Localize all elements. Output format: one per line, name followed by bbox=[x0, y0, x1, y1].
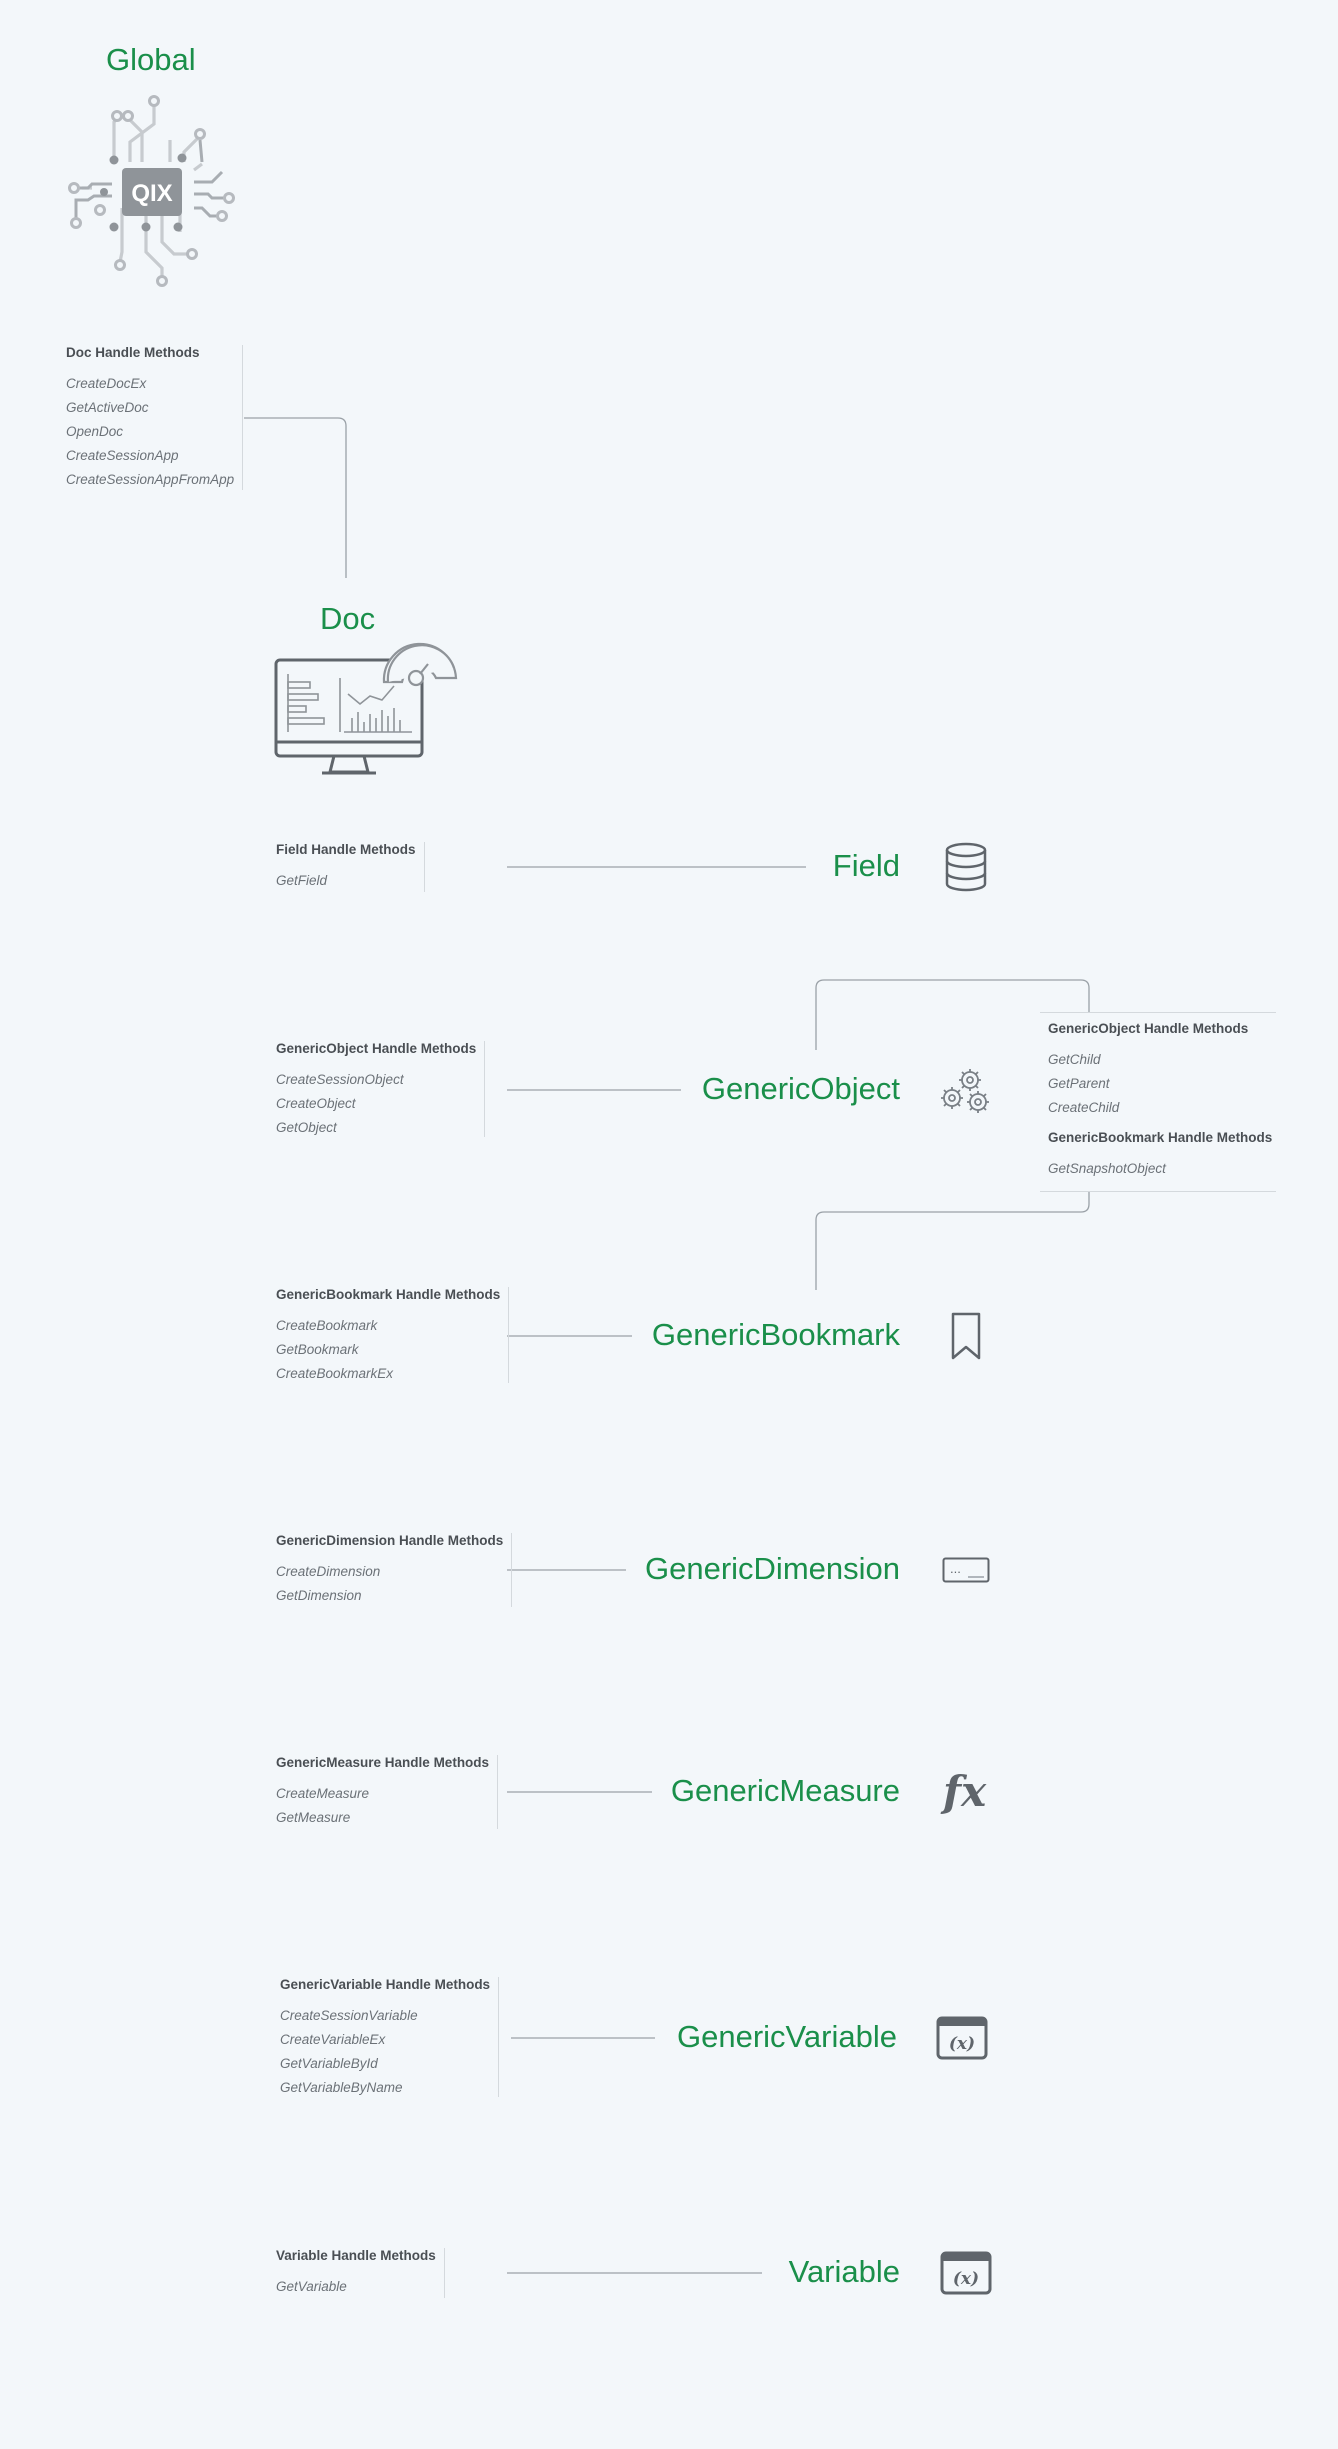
genericvariable-handle-methods-header: GenericVariable Handle Methods bbox=[280, 1977, 491, 1992]
method-item: CreateBookmark bbox=[276, 1318, 378, 1333]
method-item: CreateSessionObject bbox=[276, 1072, 404, 1087]
method-item: GetObject bbox=[276, 1120, 337, 1135]
method-item: CreateSessionVariable bbox=[280, 2008, 418, 2023]
database-icon bbox=[945, 842, 987, 892]
genericdimension-handle-methods-block: GenericDimension Handle Methods CreateDi… bbox=[276, 1533, 513, 1607]
method-item: CreateBookmarkEx bbox=[276, 1366, 394, 1381]
dashboard-monitor-icon bbox=[274, 642, 458, 775]
qix-chip-label: QIX bbox=[131, 180, 172, 207]
method-item: GetMeasure bbox=[276, 1810, 351, 1825]
genericbookmark-snapshot-methods-header: GenericBookmark Handle Methods bbox=[1048, 1130, 1273, 1145]
method-item: GetSnapshotObject bbox=[1048, 1161, 1166, 1176]
genericvariable-handle-methods-block: GenericVariable Handle Methods CreateSes… bbox=[280, 1977, 500, 2097]
method-item: CreateDocEx bbox=[66, 376, 147, 391]
dimension-icon-text: ... bbox=[950, 1561, 961, 1576]
method-item: CreateMeasure bbox=[276, 1786, 370, 1801]
variable-icon-text: (x) bbox=[953, 2269, 979, 2289]
genericdimension-handle-methods-header: GenericDimension Handle Methods bbox=[276, 1533, 504, 1548]
method-item: GetVariable bbox=[276, 2279, 347, 2294]
method-item: GetChild bbox=[1048, 1052, 1101, 1067]
method-item: GetParent bbox=[1048, 1076, 1110, 1091]
genericbookmark-handle-methods-header: GenericBookmark Handle Methods bbox=[276, 1287, 501, 1302]
dimension-field-icon: ... bbox=[942, 1557, 990, 1583]
genericbookmark-title: GenericBookmark bbox=[651, 1317, 900, 1352]
method-item: CreateVariableEx bbox=[280, 2032, 386, 2047]
object-child-methods-box: GenericObject Handle Methods GetChild Ge… bbox=[1040, 1012, 1276, 1192]
method-item: GetDimension bbox=[276, 1588, 362, 1603]
method-item: GetBookmark bbox=[276, 1342, 359, 1357]
doc-handle-methods-header: Doc Handle Methods bbox=[66, 345, 200, 360]
genericmeasure-handle-methods-block: GenericMeasure Handle Methods CreateMeas… bbox=[276, 1755, 499, 1829]
method-item: GetVariableByName bbox=[280, 2080, 403, 2095]
variable-icon-text: (x) bbox=[949, 2034, 975, 2054]
method-item: CreateSessionAppFromApp bbox=[66, 472, 235, 487]
doc-handle-methods-block: Doc Handle Methods CreateDocEx GetActive… bbox=[66, 345, 244, 490]
genericmeasure-handle-methods-header: GenericMeasure Handle Methods bbox=[276, 1755, 490, 1770]
genericbookmark-handle-methods-block: GenericBookmark Handle Methods CreateBoo… bbox=[276, 1287, 510, 1383]
field-title: Field bbox=[832, 848, 900, 883]
genericobject-child-methods-header: GenericObject Handle Methods bbox=[1048, 1021, 1249, 1036]
function-fx-icon: fx bbox=[943, 1767, 987, 1816]
gears-icon bbox=[941, 1069, 989, 1113]
variable-handle-methods-block: Variable Handle Methods GetVariable bbox=[276, 2248, 445, 2298]
method-item: GetActiveDoc bbox=[66, 400, 149, 415]
method-item: OpenDoc bbox=[66, 424, 124, 439]
qix-chip-icon: QIX bbox=[68, 95, 235, 287]
field-handle-methods-block: Field Handle Methods GetField bbox=[276, 842, 425, 892]
genericdimension-title: GenericDimension bbox=[645, 1551, 900, 1586]
connector-global-doc bbox=[244, 417, 347, 578]
connector-object-loop-top bbox=[815, 979, 1090, 1050]
variable-handle-methods-header: Variable Handle Methods bbox=[276, 2248, 436, 2263]
doc-title: Doc bbox=[320, 601, 376, 636]
connector-object-loop-bottom bbox=[815, 1192, 1090, 1290]
method-item: GetField bbox=[276, 873, 328, 888]
method-item: CreateSessionApp bbox=[66, 448, 179, 463]
method-item: CreateChild bbox=[1048, 1100, 1120, 1115]
genericobject-handle-methods-header: GenericObject Handle Methods bbox=[276, 1041, 477, 1056]
field-handle-methods-header: Field Handle Methods bbox=[276, 842, 416, 857]
genericvariable-title: GenericVariable bbox=[677, 2019, 897, 2054]
variable-window-icon: (x) bbox=[940, 2251, 992, 2295]
variable-window-icon: (x) bbox=[936, 2016, 988, 2060]
genericobject-title: GenericObject bbox=[701, 1071, 900, 1106]
variable-title: Variable bbox=[788, 2254, 900, 2289]
genericmeasure-title: GenericMeasure bbox=[670, 1773, 900, 1808]
genericobject-handle-methods-block: GenericObject Handle Methods CreateSessi… bbox=[276, 1041, 486, 1137]
bookmark-icon bbox=[951, 1312, 981, 1360]
method-item: CreateDimension bbox=[276, 1564, 381, 1579]
method-item: GetVariableById bbox=[280, 2056, 378, 2071]
global-title: Global bbox=[106, 42, 196, 77]
method-item: CreateObject bbox=[276, 1096, 356, 1111]
